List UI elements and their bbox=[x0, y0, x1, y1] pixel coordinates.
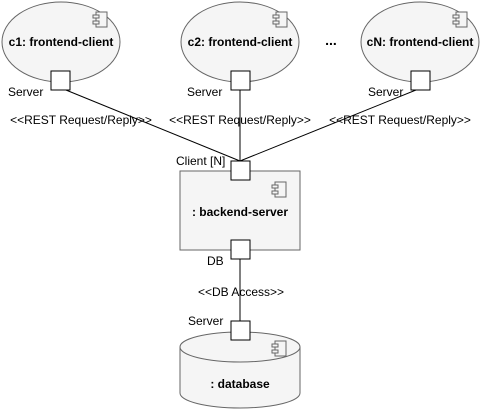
component-icon bbox=[272, 11, 288, 28]
component-icon bbox=[271, 340, 287, 357]
server-port[interactable] bbox=[410, 70, 431, 91]
db-port[interactable] bbox=[230, 239, 251, 260]
server-port-label: Server bbox=[187, 85, 222, 99]
component-icon bbox=[452, 11, 468, 28]
connector-line-cn bbox=[239, 87, 422, 162]
rest-connector-label: <<REST Request/Reply>> bbox=[10, 113, 152, 127]
client-label: c2: frontend-client bbox=[188, 35, 293, 49]
client-port-label: Client [N] bbox=[176, 154, 225, 168]
server-port[interactable] bbox=[230, 320, 251, 341]
client-label: cN: frontend-client bbox=[367, 35, 474, 49]
database-node[interactable]: : database Server bbox=[179, 314, 301, 409]
server-port[interactable] bbox=[50, 70, 71, 91]
rest-connector-label: <<REST Request/Reply>> bbox=[329, 113, 471, 127]
database-cylinder-rim bbox=[179, 346, 301, 363]
database-cylinder bbox=[179, 331, 301, 409]
server-port-label: Server bbox=[368, 85, 403, 99]
db-access-connector-label: <<DB Access>> bbox=[198, 285, 284, 299]
client-port[interactable] bbox=[230, 160, 251, 181]
client-node-c1[interactable]: c1: frontend-client Server bbox=[1, 1, 121, 99]
backend-server-label: : backend-server bbox=[192, 205, 288, 219]
rest-connector-label: <<REST Request/Reply>> bbox=[169, 113, 311, 127]
component-icon bbox=[271, 181, 287, 198]
db-port-label: DB bbox=[207, 254, 224, 268]
connector-line-c1 bbox=[60, 87, 241, 162]
server-port-label: Server bbox=[8, 85, 43, 99]
server-port[interactable] bbox=[230, 70, 251, 91]
client-node-c2[interactable]: c2: frontend-client Server bbox=[180, 1, 300, 99]
server-port-label: Server bbox=[188, 314, 223, 328]
client-label: c1: frontend-client bbox=[9, 35, 114, 49]
database-label: : database bbox=[210, 377, 270, 391]
ellipsis-label: ... bbox=[325, 32, 337, 48]
backend-server-node[interactable]: : backend-server Client [N] DB bbox=[176, 154, 301, 268]
client-node-cn[interactable]: cN: frontend-client Server bbox=[360, 1, 480, 99]
component-icon bbox=[92, 11, 108, 28]
